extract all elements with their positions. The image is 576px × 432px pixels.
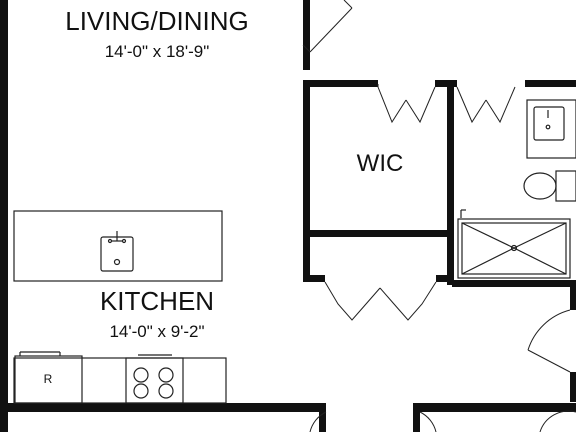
wall-stub-bottom-right xyxy=(413,403,420,432)
bottom-door-right xyxy=(419,411,437,432)
wic-title: WIC xyxy=(357,150,404,177)
vanity xyxy=(526,99,576,159)
wall-bath-top xyxy=(525,80,576,87)
exterior-wall-left xyxy=(0,0,8,432)
wall-kitchen-bottom xyxy=(8,403,326,412)
wall-bottom-right xyxy=(413,403,576,412)
wall-stub-bottom-left xyxy=(319,403,326,432)
kitchen-island xyxy=(13,210,223,282)
wall-wic-bath xyxy=(447,80,454,285)
wall-wic-top-left xyxy=(303,80,378,87)
bottom-right-door xyxy=(539,410,576,432)
bottom-door-left xyxy=(309,411,327,432)
shower xyxy=(457,218,571,279)
sink-drain xyxy=(113,258,121,266)
wall-wic-bottom xyxy=(303,230,454,237)
wall-right-stub-lower xyxy=(570,372,576,402)
base-counter xyxy=(13,357,227,404)
burner xyxy=(133,383,149,399)
wall-segment-upper xyxy=(303,0,310,70)
wic-bifold-door-top xyxy=(377,84,436,124)
doors xyxy=(302,0,576,432)
right-door xyxy=(527,309,571,373)
entry-door xyxy=(302,0,353,53)
kitchen-dimensions: 14'-0" x 9'-2" xyxy=(109,322,204,341)
living-dining-title: LIVING/DINING xyxy=(65,6,248,36)
wall-lower-left xyxy=(303,275,325,282)
island-counter xyxy=(13,210,223,282)
kitchen-counter xyxy=(13,351,227,404)
wic-bifold-door-bottom xyxy=(324,281,437,321)
bath-bifold-door-top xyxy=(456,86,516,124)
kitchen-title: KITCHEN xyxy=(100,286,214,316)
refrigerator xyxy=(14,355,83,404)
vanity-sink xyxy=(533,106,565,141)
refrigerator-label: R xyxy=(44,372,53,386)
range xyxy=(125,357,184,404)
wall-lower-mid xyxy=(436,275,454,282)
wall-bath-bottom xyxy=(452,280,576,287)
wall-wic-left xyxy=(303,80,310,280)
burner xyxy=(158,383,174,399)
burner xyxy=(133,367,149,383)
wall-wic-top-mid xyxy=(435,80,457,87)
island-sink-basin xyxy=(100,236,134,272)
toilet xyxy=(523,170,576,202)
wall-right-stub xyxy=(570,285,576,310)
living-dining-dimensions: 14'-0" x 18'-9" xyxy=(105,42,210,61)
burner xyxy=(158,367,174,383)
bath-fixtures xyxy=(457,99,576,279)
